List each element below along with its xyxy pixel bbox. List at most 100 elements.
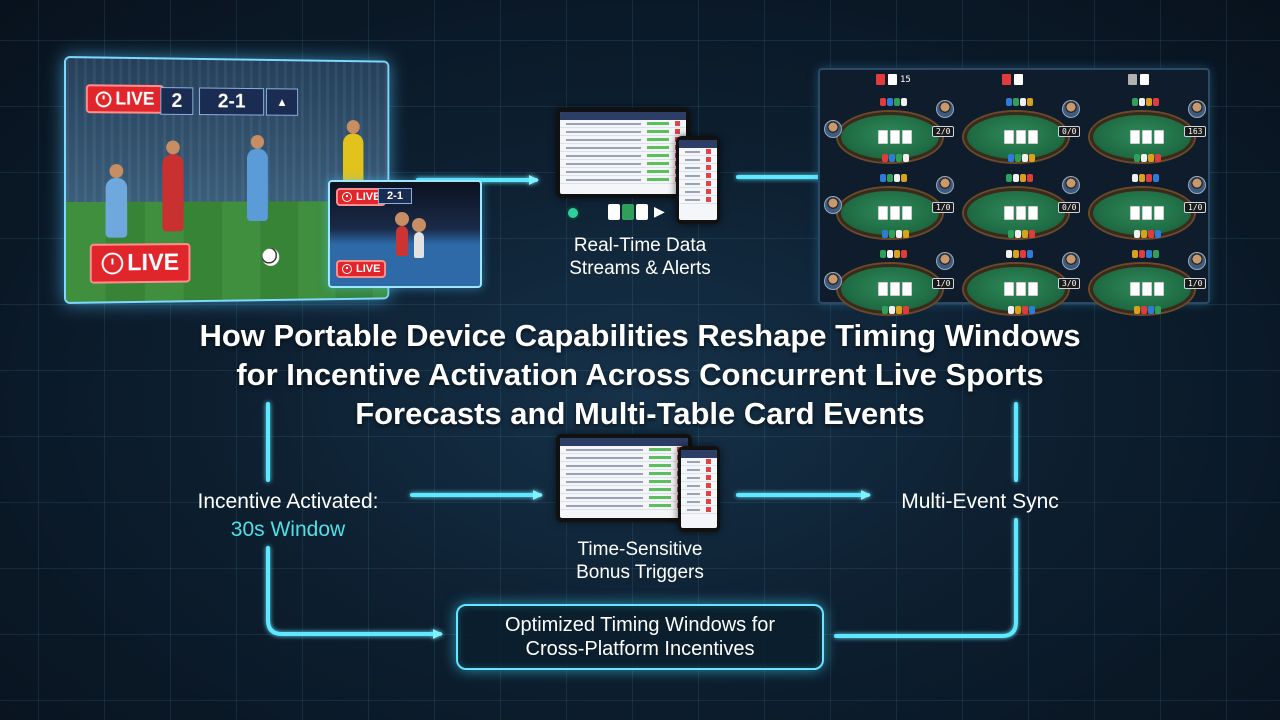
poker-chip [1008,230,1014,238]
data-streams-caption: Real-Time Data Streams & Alerts [520,234,760,280]
chip-stack [1132,174,1159,182]
playing-card [878,282,888,296]
poker-chip [1153,98,1159,106]
incentive-activated-node: Incentive Activated: 30s Window [170,488,406,544]
poker-chip [1015,154,1021,162]
title-line3: Forecasts and Multi-Table Card Events [355,396,925,431]
poker-chip [1139,98,1145,106]
live-badge-large[interactable]: LIVE [89,243,191,284]
poker-chip [1015,230,1021,238]
poker-chip [896,230,902,238]
inset-scoreboard: 2-1 [378,188,412,204]
player-avatar[interactable] [824,120,842,138]
goalkeeper [343,133,364,184]
player-avatar[interactable] [1188,100,1206,118]
poker-chip [880,174,886,182]
chip-stack [1132,250,1159,258]
poker-chip [903,230,909,238]
table-tag-swatch [1140,74,1149,85]
playing-card [1004,130,1014,144]
poker-chip [1029,154,1035,162]
inset-timer-icon-bottom [342,264,352,274]
chip-stack [880,250,907,258]
player-avatar[interactable] [1188,252,1206,270]
playing-card [902,206,912,220]
playing-card [1016,130,1026,144]
poker-chip [1013,174,1019,182]
inset-live-label-bottom: LIVE [356,263,381,275]
futsal-player-red [396,226,408,256]
poker-chip [894,250,900,258]
poker-table[interactable] [1090,188,1194,238]
poker-chip [889,306,895,314]
player-stack-label: 1/0 [1184,278,1207,289]
score-value: 2-1 [217,90,246,112]
play-icon[interactable]: ▲ [265,88,299,116]
player-avatar[interactable] [1188,176,1206,194]
data-streams-caption-line1: Real-Time Data [573,235,707,256]
data-stream-devices [556,108,722,226]
page-title: How Portable Device Capabilities Reshape… [0,316,1280,433]
poker-chip [901,98,907,106]
incentive-label: Incentive Activated: [197,490,379,513]
playing-card [1130,206,1140,220]
player-avatar[interactable] [1062,100,1080,118]
playing-cards [1130,282,1164,296]
score-digit: 2 [171,89,183,112]
poker-chip [1141,230,1147,238]
poker-chip [1155,154,1161,162]
poker-chip [1141,306,1147,314]
playing-card [1028,130,1038,144]
poker-chip [880,250,886,258]
player-stack-label: 1/0 [932,278,955,289]
poker-chip [889,154,895,162]
poker-chip [1155,230,1161,238]
poker-chip [1020,250,1026,258]
player-avatar[interactable] [1062,176,1080,194]
poker-chip [1020,174,1026,182]
title-line2: for Incentive Activation Across Concurre… [236,357,1044,392]
chip-stack [1134,306,1161,314]
playing-card [1016,206,1026,220]
phone-device-2 [678,446,720,532]
player-stack-label: 3/0 [1058,278,1081,289]
poker-chip [1146,250,1152,258]
poker-chip [1006,98,1012,106]
poker-chip [1029,306,1035,314]
chip-stack [1134,154,1161,162]
playing-card [1028,282,1038,296]
poker-chip [1153,174,1159,182]
table-tag [1128,74,1152,85]
player-avatar[interactable] [936,252,954,270]
chip-stack [880,174,907,182]
inset-live-badge[interactable]: LIVE [336,188,387,206]
tablet-screen [560,112,686,194]
playing-card [1130,282,1140,296]
futsal-player-white [414,232,424,258]
poker-chip [1027,98,1033,106]
chip-stack [1006,250,1033,258]
playing-card [1016,282,1026,296]
player-avatar[interactable] [824,272,842,290]
bonus-triggers-caption: Time-Sensitive Bonus Triggers [530,538,750,584]
inset-timer-icon [342,192,352,202]
timer-icon [95,90,112,107]
player-avatar[interactable] [936,100,954,118]
poker-chip [882,306,888,314]
poker-chip [882,154,888,162]
live-badge[interactable]: LIVE [85,84,165,114]
player-stack-label: 163 [1184,126,1207,137]
player-avatar[interactable] [824,196,842,214]
poker-chip [1134,306,1140,314]
inset-score-value: 2-1 [387,190,403,202]
poker-chip [1020,98,1026,106]
soccer-ball-icon-small [566,206,580,220]
optimized-timing-box: Optimized Timing Windows for Cross-Platf… [456,604,824,670]
player-avatar[interactable] [1062,252,1080,270]
poker-chip [882,230,888,238]
playing-cards [1130,206,1164,220]
phone-device [676,136,720,224]
player-avatar[interactable] [936,176,954,194]
inset-live-badge-bottom[interactable]: LIVE [336,260,387,278]
playing-card [1154,282,1164,296]
